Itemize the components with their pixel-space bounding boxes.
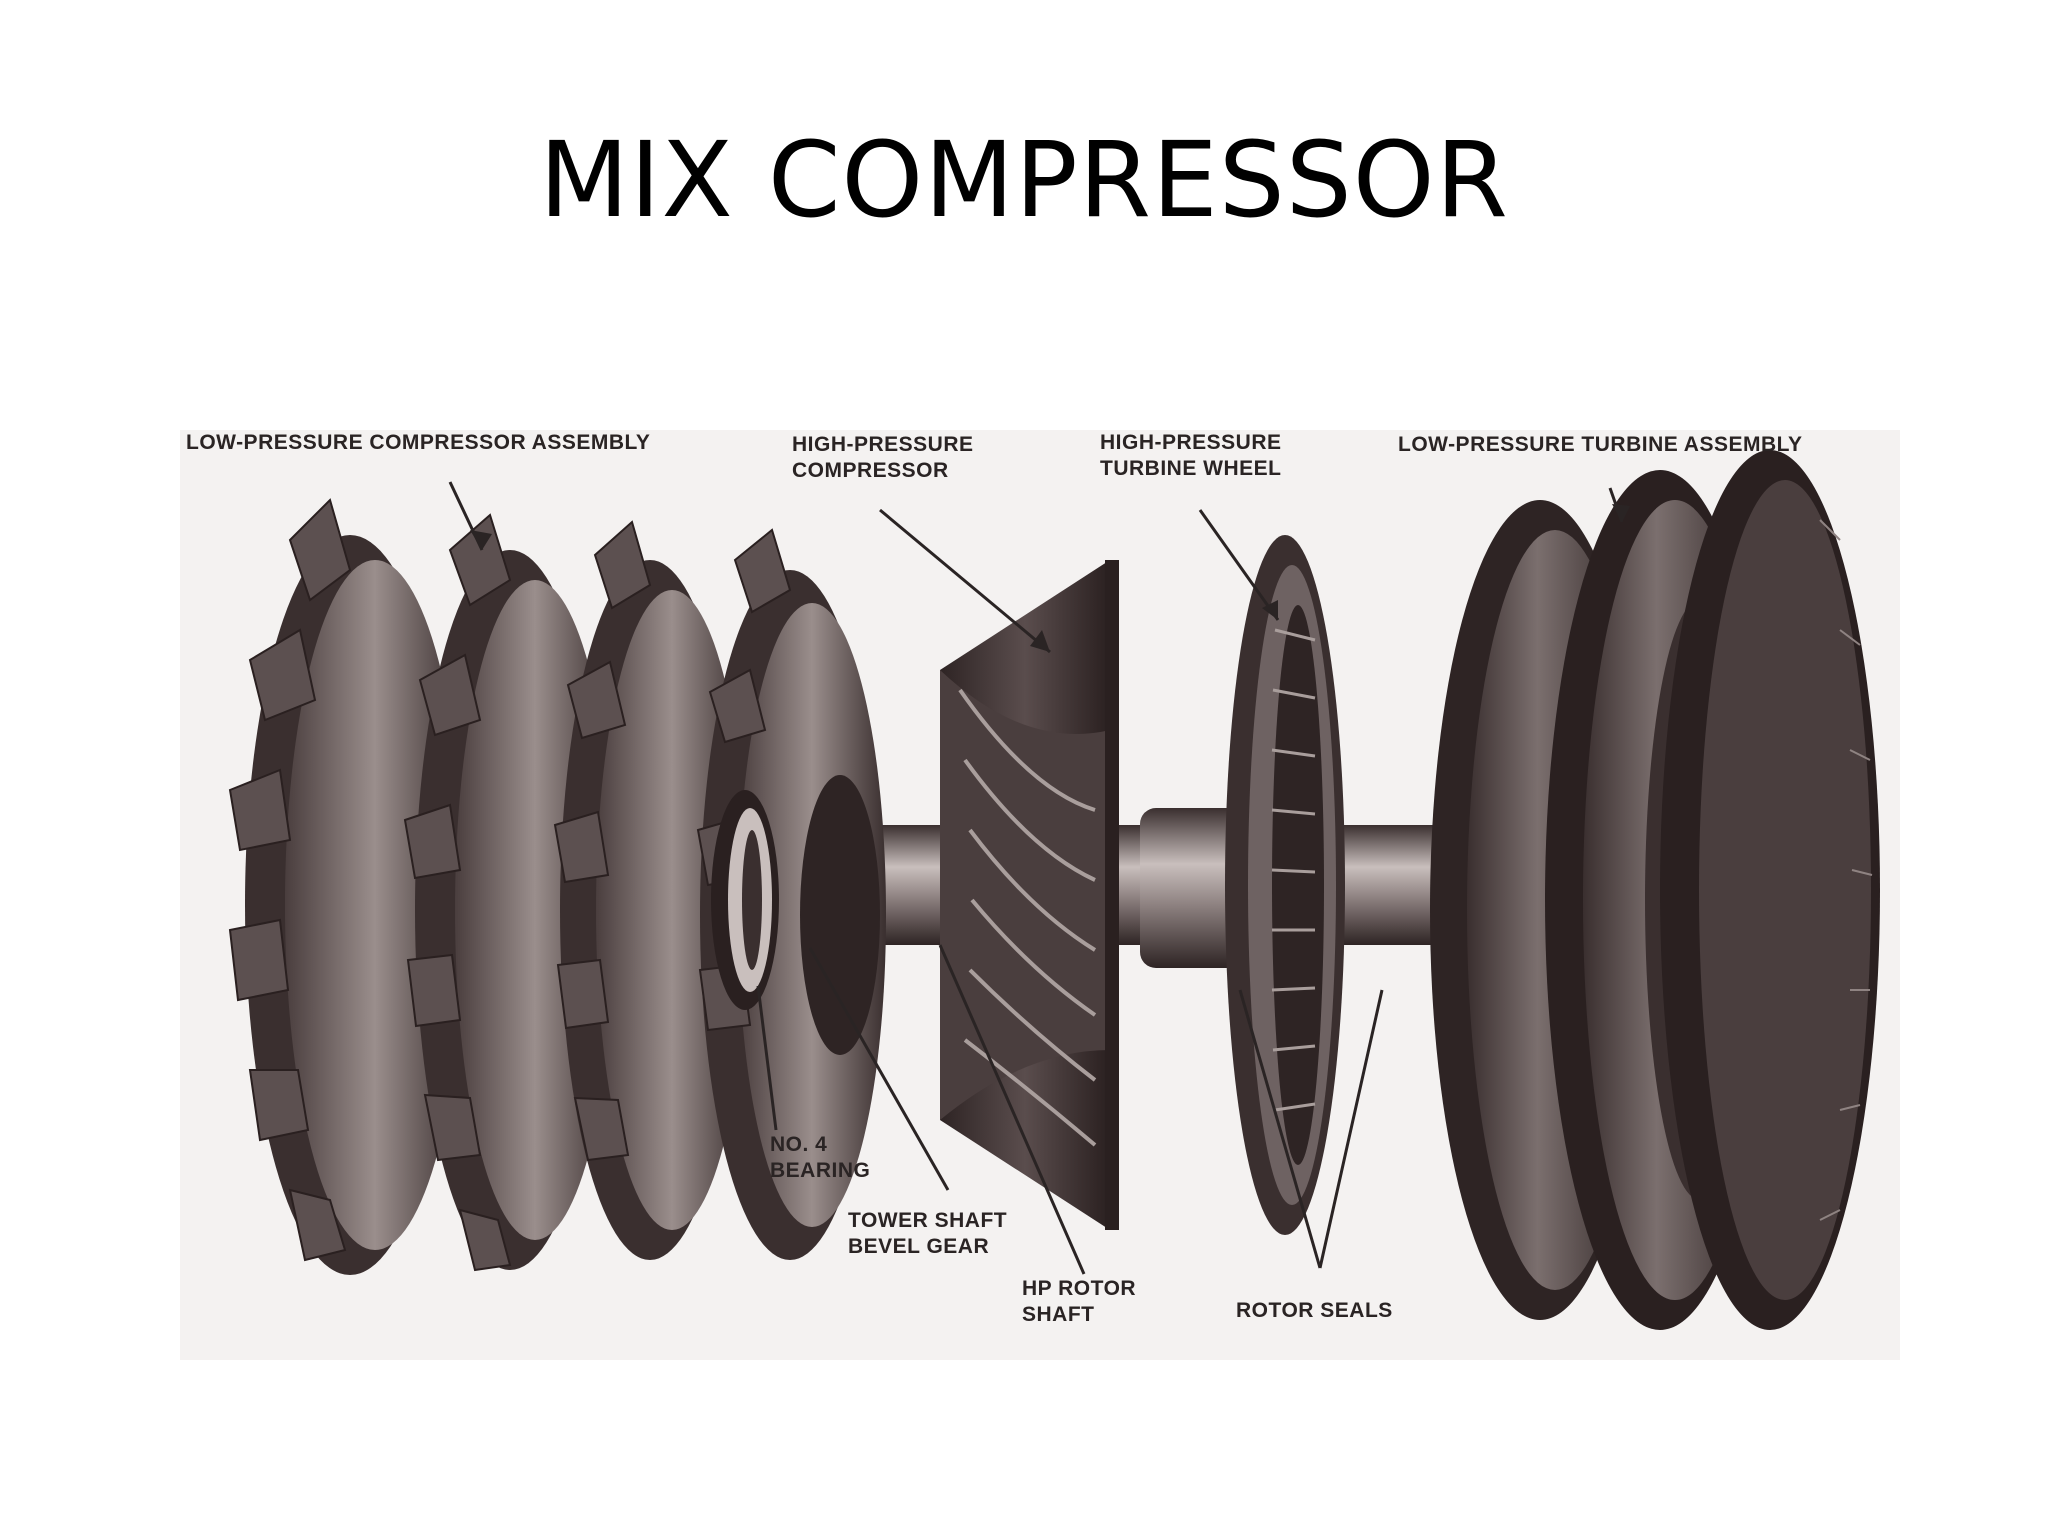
lp-compressor-stages <box>228 498 886 1275</box>
label-lp-compressor-assembly: LOW-PRESSURE COMPRESSOR ASSEMBLY <box>186 431 651 454</box>
label-no4-bearing: NO. 4 BEARING <box>770 1133 871 1182</box>
label-tower-shaft-bevel-gear: TOWER SHAFT BEVEL GEAR <box>848 1209 1008 1258</box>
label-rotor-seals: ROTOR SEALS <box>1236 1299 1393 1322</box>
hp-turbine-wheel-part <box>1225 535 1345 1235</box>
lp-compressor-stage-1 <box>228 498 465 1275</box>
leader-tower-shaft-bevel-gear <box>808 947 950 1191</box>
leader-hp-turbine-wheel <box>1198 509 1280 621</box>
label-hp-rotor-shaft: HP ROTOR SHAFT <box>1022 1277 1137 1326</box>
label-lp-turbine-assembly: LOW-PRESSURE TURBINE ASSEMBLY <box>1398 433 1803 456</box>
engine-rotor-illustration <box>180 430 1900 1360</box>
leader-hp-compressor <box>879 508 1051 654</box>
leader-rotor-seal-left <box>1238 989 1322 1269</box>
leader-lines <box>448 481 1624 1275</box>
leader-rotor-seal-right <box>1318 989 1384 1269</box>
leader-no4-bearing <box>756 985 778 1131</box>
lp-turbine-assembly-part <box>1430 450 1880 1330</box>
label-hp-turbine-wheel: HIGH-PRESSURE TURBINE WHEEL <box>1100 431 1282 480</box>
leader-arrowheads <box>470 504 1630 652</box>
no4-bearing-part <box>711 790 779 1010</box>
hp-compressor-impeller <box>940 560 1119 1230</box>
slide-title: MIX COMPRESSOR <box>539 119 1509 241</box>
label-hp-compressor: HIGH-PRESSURE COMPRESSOR <box>792 433 974 482</box>
lp-compressor-stage-4 <box>696 528 886 1260</box>
engine-rotor-figure: LOW-PRESSURE COMPRESSOR ASSEMBLY HIGH-PR… <box>180 430 1900 1360</box>
leader-hp-rotor-shaft <box>938 944 1086 1275</box>
